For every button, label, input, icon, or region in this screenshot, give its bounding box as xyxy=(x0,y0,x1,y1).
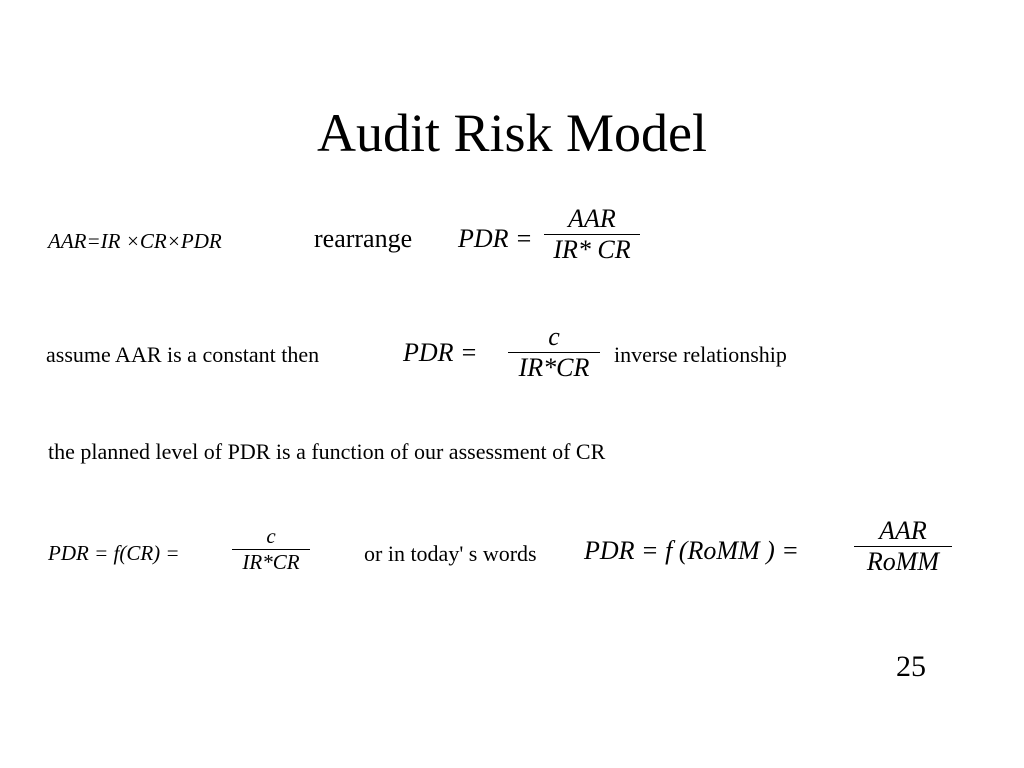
fraction-numerator: c xyxy=(266,524,276,548)
fraction-denominator: IR*CR xyxy=(242,550,300,574)
slide-title: Audit Risk Model xyxy=(316,103,708,163)
fraction-denominator: IR* CR xyxy=(553,235,631,264)
pdr-fraction-4: AAR RoMM xyxy=(854,516,952,577)
fraction-denominator: RoMM xyxy=(866,547,940,576)
rearrange-label: rearrange xyxy=(314,224,413,253)
fraction-numerator: AAR xyxy=(879,516,927,545)
fraction-numerator: AAR xyxy=(568,204,616,233)
fraction-bar xyxy=(854,546,952,547)
page-number: 25 xyxy=(896,650,926,683)
pdr-function-lhs: PDR = f(CR) = xyxy=(48,541,180,565)
pdr-fraction-1: AAR IR* CR xyxy=(544,204,640,265)
pdr-lhs-1: PDR = xyxy=(458,224,533,253)
audit-risk-formula: AAR=IR ×CR×PDR xyxy=(48,229,222,253)
pdr-lhs-2: PDR = xyxy=(403,338,478,367)
fraction-bar xyxy=(544,234,640,235)
fraction-numerator: c xyxy=(548,322,560,351)
fraction-bar xyxy=(232,549,310,550)
fraction-denominator: IR*CR xyxy=(518,353,590,382)
inverse-relationship-text: inverse relationship xyxy=(614,342,787,367)
planned-level-text: the planned level of PDR is a function o… xyxy=(48,439,606,464)
pdr-romm-lhs: PDR = f (RoMM ) = xyxy=(584,536,799,565)
fraction-bar xyxy=(508,352,600,353)
pdr-fraction-2: c IR*CR xyxy=(508,322,600,383)
assume-text: assume AAR is a constant then xyxy=(46,342,320,367)
todays-words-text: or in today' s words xyxy=(364,541,537,566)
pdr-fraction-3: c IR*CR xyxy=(232,524,310,575)
